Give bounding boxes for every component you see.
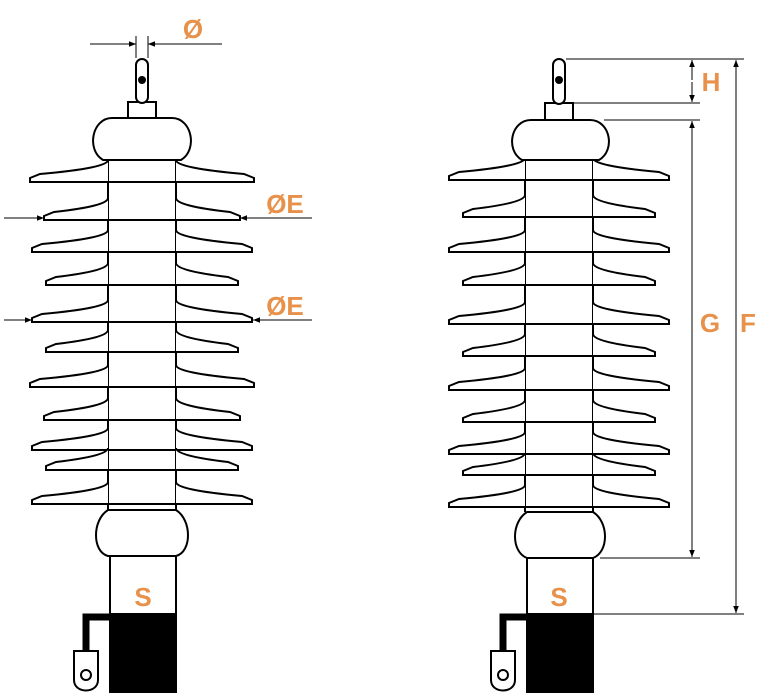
left-shed-8 [43, 397, 241, 421]
left-dimensions [4, 36, 312, 323]
left-section-label: S [134, 582, 151, 612]
left-rod-fitting [127, 101, 157, 119]
right-rod-hole [555, 76, 563, 84]
g-dimension-label: G [700, 308, 720, 338]
right-section-body [526, 557, 594, 615]
right-shed-5 [448, 301, 670, 325]
left-shed-6 [45, 329, 239, 353]
shed-diameter-lower-label: ØE [266, 291, 304, 321]
right-shed-10 [462, 452, 656, 476]
right-terminal-hole [497, 669, 509, 681]
left-shed-5 [31, 299, 253, 323]
left-shed-3 [31, 229, 253, 253]
left-shed-9 [31, 427, 253, 451]
left-shed-1 [29, 159, 255, 183]
right-shed-9 [448, 431, 670, 455]
right-dimensions [566, 58, 744, 615]
right-rod-fitting [544, 102, 574, 121]
left-shed-7 [29, 364, 255, 388]
right-lower-bulb [514, 511, 606, 559]
right-top-cap [511, 119, 610, 161]
right-ground-lead [499, 613, 527, 651]
right-shed-1 [448, 157, 670, 181]
left-core-body [107, 158, 177, 512]
left-insulator-drawing [29, 58, 255, 693]
left-ground-lead [82, 613, 110, 651]
left-top-cap [92, 117, 192, 161]
shed-diameter-upper-label: ØE [266, 189, 304, 219]
f-dimension-label: F [740, 308, 756, 338]
right-insulator-drawing [448, 58, 670, 693]
right-shed-3 [448, 229, 670, 253]
right-shed-7 [448, 367, 670, 391]
right-shed-2 [462, 194, 656, 218]
left-lower-bulb [95, 509, 189, 557]
left-terminal-hole [80, 669, 92, 681]
left-shed-4 [45, 262, 239, 286]
left-rod-hole [138, 76, 146, 84]
right-shed-8 [462, 399, 656, 423]
left-shed-2 [43, 197, 241, 221]
rod-diameter-label: Ø [183, 14, 203, 44]
right-shed-11 [448, 484, 670, 508]
left-shed-11 [31, 481, 253, 505]
right-base-block [526, 613, 594, 693]
h-dimension-label: H [702, 67, 721, 97]
right-core-body [524, 158, 594, 512]
right-shed-6 [462, 333, 656, 357]
right-section-label: S [550, 582, 567, 612]
left-base-block [109, 613, 177, 693]
left-shed-10 [45, 447, 239, 471]
right-shed-4 [462, 262, 656, 286]
